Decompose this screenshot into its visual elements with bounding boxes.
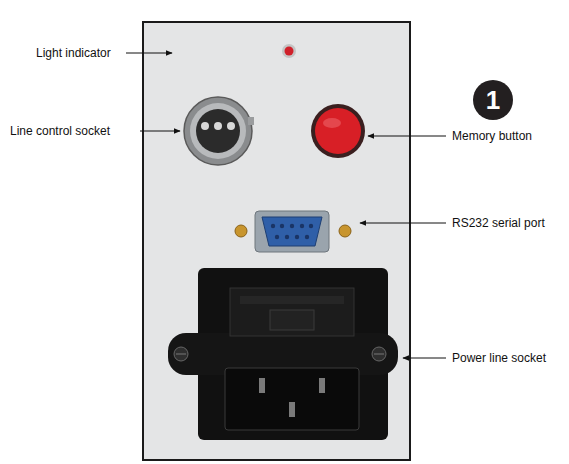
db9-connector (235, 211, 351, 252)
push-button (311, 104, 365, 158)
leader-arrows (126, 53, 446, 358)
power-socket-label: Power line socket (452, 350, 546, 366)
line-control-label: Line control socket (10, 123, 110, 139)
callout-number: 1 (486, 87, 500, 113)
back-panel (143, 22, 410, 460)
serial-port-label: RS232 serial port (452, 215, 545, 231)
light-indicator-label: Light indicator (36, 45, 111, 61)
led-indicator (282, 44, 296, 58)
memory-button-label: Memory button (452, 128, 532, 144)
callout-circle: 1 (473, 80, 513, 120)
circular-connector (184, 97, 254, 165)
iec-power-inlet (168, 268, 398, 440)
